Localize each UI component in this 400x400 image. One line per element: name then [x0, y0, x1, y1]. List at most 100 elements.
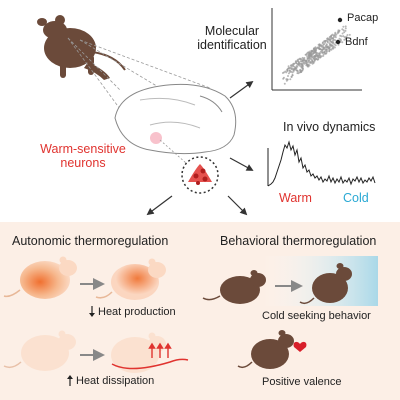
- scatter-point: [332, 41, 335, 44]
- scatter-point: [297, 63, 300, 66]
- scatter-point: [328, 49, 331, 52]
- molecular-identification-label: Molecular identification: [192, 24, 272, 53]
- scatter-point: [315, 53, 317, 56]
- scatter-point: [309, 57, 312, 60]
- scatter-point: [299, 60, 302, 63]
- scatter-point: [300, 58, 303, 61]
- scatter-point: [313, 57, 315, 60]
- scatter-point: [288, 69, 291, 72]
- scatter-point: [330, 34, 333, 37]
- scatter-point: [297, 60, 300, 63]
- scatter-point: [324, 48, 327, 51]
- scatter-point: [311, 59, 314, 62]
- scatter-point: [332, 45, 335, 48]
- scatter-point: [332, 39, 334, 42]
- bottom-panel-background: [0, 222, 400, 400]
- scatter-point: [339, 39, 342, 42]
- heat-dissipation-label: Heat dissipation: [76, 375, 155, 387]
- scatter-point: [287, 72, 290, 75]
- scatter-point: [303, 57, 306, 59]
- scatter-point: [283, 82, 286, 85]
- gene-label-bdnf: Bdnf: [345, 36, 368, 48]
- gene-label-pacap: Pacap: [347, 12, 379, 24]
- scatter-point: [333, 34, 336, 37]
- behavioral-thermoregulation-title: Behavioral thermoregulation: [220, 234, 377, 248]
- scatter-point: [289, 78, 292, 81]
- scatter-point: [295, 60, 298, 63]
- scatter-point: [328, 46, 331, 49]
- scatter-point: [290, 75, 293, 78]
- scatter-point: [308, 64, 311, 67]
- mouse-heat-dissipation-before: [3, 330, 76, 371]
- mouse-positive-valence: [237, 330, 294, 369]
- scatter-point: [323, 43, 326, 46]
- scatter-point: [303, 62, 306, 65]
- scatter-point: [289, 66, 292, 69]
- scatter-point: [317, 54, 320, 57]
- scatter-point: [319, 50, 322, 53]
- scatter-point: [318, 46, 321, 49]
- mouse-heat-dissipation-after: [111, 332, 189, 373]
- scatter-point: [294, 66, 297, 69]
- arrow-to-behavioral: [227, 195, 248, 216]
- scatter-point: [297, 72, 300, 75]
- scatter-point: [337, 30, 340, 33]
- mouse-heat-production-after: [95, 258, 166, 300]
- scatter-point: [341, 28, 344, 31]
- scatter-point: [305, 62, 307, 65]
- scatter-point: [310, 50, 313, 53]
- scatter-point: [295, 62, 298, 65]
- scatter-point: [281, 72, 284, 74]
- scatter-point: [337, 43, 340, 46]
- scatter-point: [293, 65, 296, 68]
- scatter-point: [314, 50, 317, 53]
- scatter-point: [301, 65, 304, 68]
- scatter-point: [286, 69, 289, 72]
- scatter-plot: [271, 8, 362, 91]
- scatter-point: [305, 60, 308, 62]
- scatter-point: [307, 61, 310, 64]
- scatter-point: [317, 43, 320, 46]
- cold-label: Cold: [343, 191, 369, 205]
- molecular-label-line2: identification: [197, 37, 267, 52]
- scatter-point: [344, 27, 347, 30]
- scatter-point: [320, 55, 323, 58]
- scatter-point: [322, 54, 325, 57]
- heart-icon: [293, 341, 307, 352]
- scatter-point: [325, 43, 328, 46]
- scatter-point: [344, 25, 347, 28]
- scatter-point: [343, 38, 346, 41]
- scatter-point: [328, 37, 331, 40]
- neuron-cluster-zoom: [181, 156, 219, 194]
- scatter-point: [287, 75, 289, 77]
- scatter-point: [327, 46, 330, 49]
- scatter-point: [309, 61, 312, 64]
- scatter-point: [282, 77, 285, 80]
- scatter-point: [289, 71, 291, 73]
- mouse-cold-seeking-after: [299, 263, 352, 305]
- scatter-point: [296, 58, 299, 61]
- scatter-point: [307, 51, 310, 54]
- scatter-point: [291, 74, 294, 77]
- scatter-point: [287, 65, 290, 68]
- scatter-point: [308, 50, 311, 53]
- neurons-label-line2: neurons: [60, 155, 106, 170]
- scatter-point: [314, 48, 317, 51]
- scatter-point: [341, 41, 344, 44]
- scatter-point: [323, 46, 326, 49]
- scatter-point: [310, 54, 312, 57]
- arrow-to-molecular: [229, 80, 254, 99]
- scatter-point: [308, 55, 310, 58]
- scatter-point: [343, 36, 346, 39]
- scatter-point: [324, 39, 327, 42]
- scatter-point: [331, 44, 334, 47]
- scatter-point: [284, 70, 287, 73]
- warm-sensitive-neurons-label: Warm-sensitive neurons: [28, 142, 138, 171]
- scatter-point: [311, 55, 314, 58]
- scatter-point: [303, 59, 306, 61]
- scatter-point: [314, 56, 316, 59]
- scatter-point: [306, 65, 309, 68]
- positive-valence-label: Positive valence: [262, 376, 342, 388]
- scatter-point: [314, 57, 317, 60]
